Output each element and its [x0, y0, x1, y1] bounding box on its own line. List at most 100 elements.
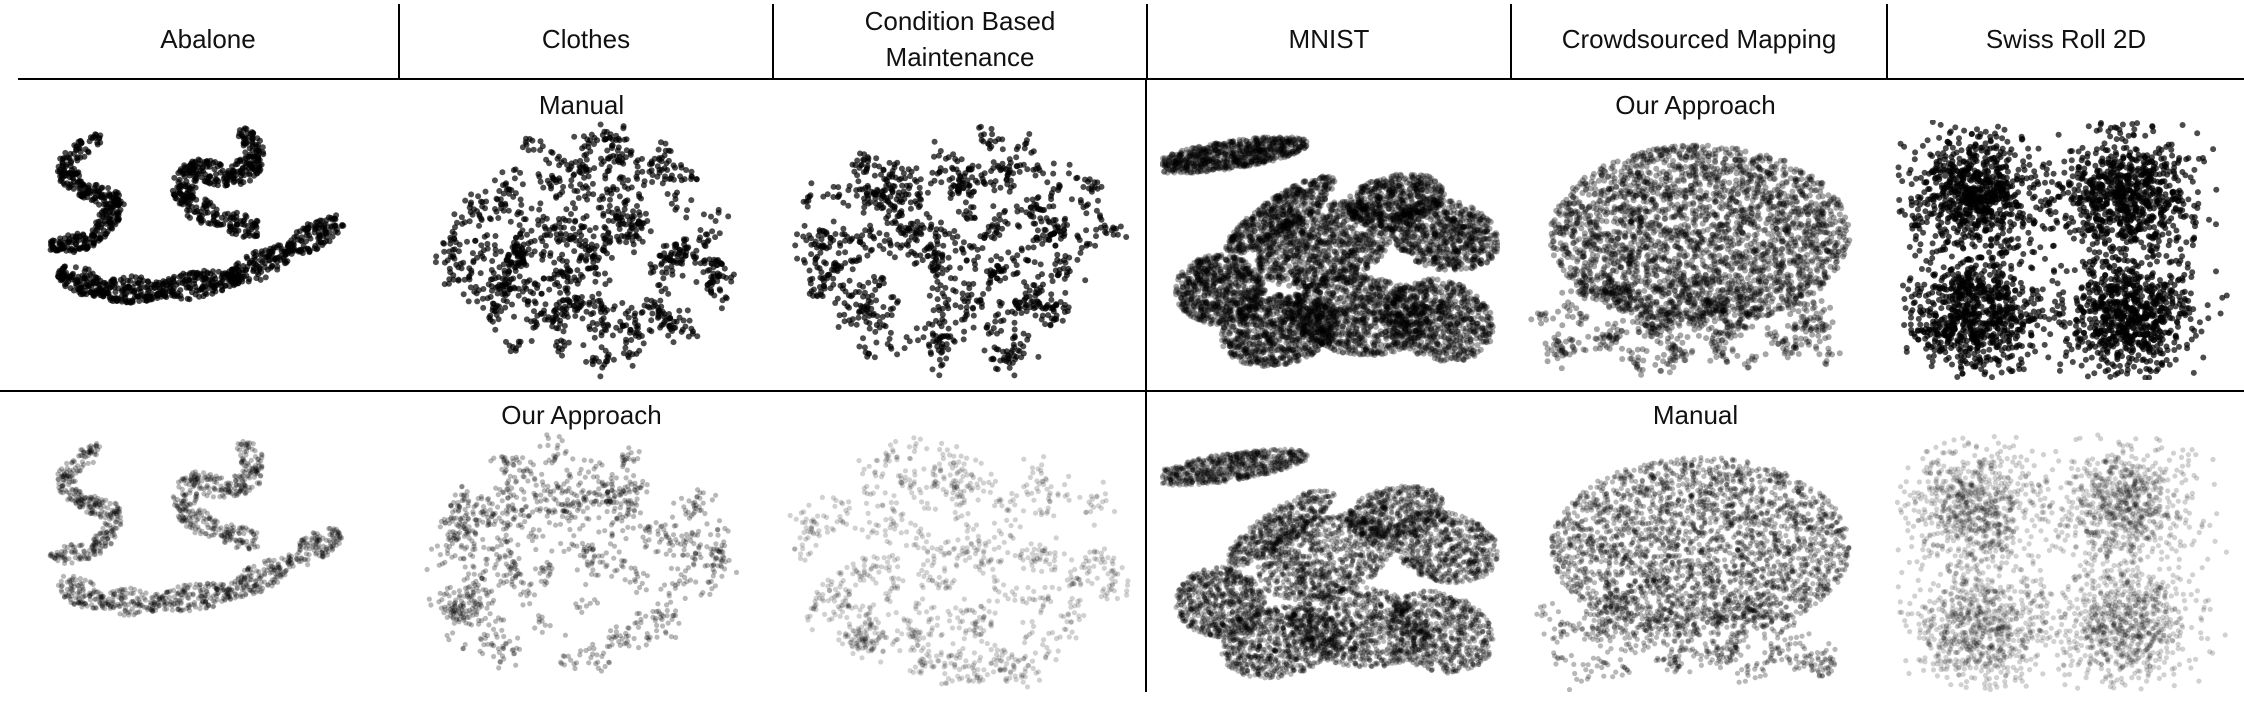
- scatter-point: [913, 165, 920, 172]
- scatter-point: [1215, 159, 1222, 166]
- scatter-point: [1265, 152, 1271, 159]
- scatter-point: [672, 164, 678, 171]
- scatter-point: [1296, 147, 1303, 154]
- scatter-point: [1243, 137, 1250, 144]
- scatter-point: [1277, 146, 1284, 153]
- scatter-point: [269, 262, 276, 269]
- scatter-point: [871, 172, 878, 179]
- scatter-point: [1230, 151, 1237, 158]
- scatter-point: [1190, 159, 1197, 166]
- scatter-point: [1000, 317, 1007, 324]
- scatter-point: [966, 242, 973, 249]
- scatter-point: [1048, 296, 1055, 303]
- scatter-point: [1169, 151, 1176, 158]
- scatter-point: [81, 188, 88, 195]
- scatter-point: [1234, 141, 1241, 148]
- scatter-plot-svg: [432, 121, 737, 380]
- scatter-point: [1208, 158, 1215, 165]
- scatter-point: [219, 287, 226, 294]
- scatter-point: [465, 274, 472, 281]
- scatter-point: [245, 278, 252, 285]
- scatter-point: [229, 278, 236, 285]
- scatter-point: [571, 294, 578, 301]
- scatter-point: [824, 191, 831, 198]
- scatter-point: [621, 206, 628, 213]
- scatter-point: [243, 253, 250, 260]
- scatter-point: [1272, 137, 1279, 143]
- scatter-point: [73, 181, 80, 188]
- scatter-point: [1215, 152, 1222, 159]
- scatter-point: [639, 238, 646, 245]
- scatter-point: [549, 318, 556, 325]
- scatter-point: [85, 149, 92, 156]
- scatter-point: [1037, 206, 1044, 213]
- scatter-point: [993, 253, 1000, 260]
- scatter-point: [506, 263, 513, 269]
- scatter-point: [1205, 145, 1211, 152]
- scatter-point: [679, 272, 686, 279]
- scatter-point: [886, 250, 893, 257]
- scatter-point: [90, 133, 97, 140]
- scatter-point: [927, 226, 934, 233]
- scatter-point: [484, 245, 491, 252]
- scatter-point: [1265, 136, 1271, 143]
- scatter-point: [1231, 154, 1238, 161]
- scatter-point: [563, 263, 570, 269]
- scatter-point: [863, 190, 870, 197]
- scatter-point: [1020, 161, 1027, 168]
- scatter-point: [865, 279, 872, 286]
- scatter-point: [1020, 343, 1027, 350]
- scatter-point: [671, 250, 678, 257]
- scatter-point: [81, 239, 88, 246]
- scatter-point: [95, 289, 101, 296]
- scatter-point: [1228, 153, 1235, 160]
- scatter-point: [542, 242, 549, 249]
- scatter-point: [804, 203, 811, 210]
- scatter-point: [1179, 162, 1186, 169]
- scatter-point: [248, 226, 255, 233]
- scatter-point: [1102, 224, 1109, 231]
- scatter-point: [180, 181, 187, 188]
- scatter-point: [563, 206, 570, 213]
- scatter-point: [546, 160, 553, 167]
- scatter-point: [1162, 163, 1168, 170]
- scatter-point: [928, 221, 935, 228]
- scatter-point: [572, 313, 579, 319]
- scatter-point: [1179, 163, 1186, 170]
- scatter-point: [76, 192, 83, 198]
- scatter-point: [1220, 159, 1227, 166]
- scatter-point: [79, 272, 86, 279]
- scatter-point: [1254, 147, 1261, 154]
- scatter-point: [493, 307, 499, 314]
- scatter-point: [880, 246, 887, 253]
- scatter-point: [105, 185, 112, 191]
- scatter-point: [1066, 254, 1073, 261]
- scatter-point: [517, 169, 524, 176]
- scatter-point: [950, 151, 957, 158]
- scatter-point: [728, 278, 735, 285]
- scatter-point: [975, 254, 981, 260]
- scatter-point: [853, 187, 860, 194]
- scatter-point: [447, 234, 454, 241]
- scatter-point: [1061, 275, 1068, 282]
- scatter-point: [1274, 215, 1281, 222]
- scatter-point: [1272, 143, 1279, 150]
- scatter-point: [500, 190, 507, 197]
- scatter-point: [601, 136, 608, 143]
- scatter-point: [592, 326, 598, 333]
- scatter-point: [1251, 157, 1258, 164]
- scatter-point: [820, 193, 827, 200]
- scatter-point: [972, 177, 979, 184]
- scatter-point: [1216, 145, 1223, 152]
- scatter-point: [602, 240, 609, 247]
- scatter-point: [201, 202, 208, 209]
- scatter-point: [165, 288, 172, 295]
- scatter-point: [193, 175, 200, 182]
- scatter-point: [667, 148, 674, 155]
- scatter-point: [1168, 153, 1175, 160]
- scatter-point: [876, 230, 883, 237]
- scatter-point: [1201, 153, 1208, 160]
- scatter-point: [1216, 144, 1223, 151]
- scatter-point: [1233, 150, 1240, 157]
- scatter-point: [1251, 157, 1258, 164]
